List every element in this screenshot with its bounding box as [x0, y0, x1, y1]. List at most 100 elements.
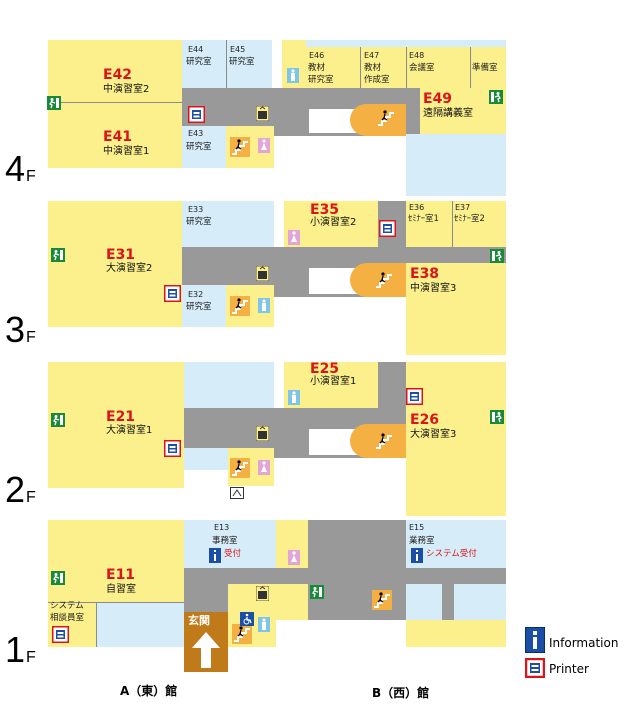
restroom-female-icon — [288, 550, 300, 565]
building-b-label: B（西）館 — [372, 686, 430, 700]
reception-label: 受付 — [224, 549, 242, 559]
room-name-e38: 中演習室3 — [410, 283, 457, 294]
room-e46-e47-e48 — [306, 47, 470, 88]
room-number-e45: E45 — [230, 45, 246, 54]
room-number-e36: E36 — [409, 203, 425, 212]
elevator-icon — [256, 586, 269, 601]
information-icon — [209, 548, 221, 563]
room-number-e38: E38 — [410, 266, 440, 282]
emergency-exit-icon — [51, 413, 65, 427]
elevator-icon — [256, 426, 269, 441]
building-a-label: A（東）館 — [120, 684, 178, 698]
room-name-e45: 研究室 — [229, 57, 255, 67]
emergency-exit-icon — [489, 90, 503, 104]
printer-icon — [164, 285, 181, 302]
room-number-e26: E26 — [410, 412, 440, 428]
printer-icon — [406, 388, 423, 405]
room-name-e41: 中演習室1 — [103, 146, 150, 157]
room-name-e36: ｾﾐﾅｰ室1 — [408, 214, 439, 224]
wheelchair-icon — [240, 612, 254, 626]
restroom-female-icon — [288, 230, 300, 245]
room-e35 — [306, 201, 378, 247]
legend-printer-label: Printer — [549, 662, 589, 676]
notice-board-icon — [230, 487, 244, 499]
room-number-e11: E11 — [106, 567, 136, 583]
room-number-e35: E35 — [310, 202, 340, 218]
emergency-exit-icon — [490, 410, 504, 424]
room-number-e43: E43 — [188, 129, 204, 138]
emergency-exit-icon — [310, 585, 324, 599]
emergency-exit-icon — [490, 249, 504, 263]
corridor-1f — [184, 568, 506, 584]
printer-icon — [188, 106, 205, 123]
room-name-e49: 遠隔講義室 — [423, 108, 473, 119]
emergency-exit-icon — [47, 96, 61, 110]
emergency-exit-icon — [51, 248, 65, 262]
legend-printer-icon — [525, 658, 545, 678]
floor-label-3: 3F — [5, 309, 36, 350]
room-number-e32: E32 — [188, 290, 204, 299]
room-name-e21: 大演習室1 — [106, 425, 153, 436]
system-reception-label: システム受付 — [426, 549, 477, 559]
elevator-icon — [256, 266, 269, 281]
room-name-e26: 大演習室3 — [410, 429, 457, 440]
room-number-e49: E49 — [423, 91, 453, 107]
room-number-e44: E44 — [188, 45, 204, 54]
printer-icon — [52, 626, 69, 643]
room-number-e42: E42 — [103, 67, 133, 83]
printer-icon — [164, 440, 181, 457]
restroom-male-icon — [287, 68, 299, 83]
floor-label-2: 2F — [5, 469, 36, 510]
room-name-consult: システム — [50, 601, 84, 611]
information-icon — [411, 548, 423, 563]
stairs-icon — [232, 624, 252, 644]
emergency-exit-icon — [51, 571, 65, 585]
room-name-e25: 小演習室1 — [310, 376, 357, 387]
corridor-2f — [184, 408, 406, 424]
room-name-e33: 研究室 — [186, 217, 212, 227]
restroom-male-icon — [258, 298, 270, 313]
stairs-icon — [230, 296, 250, 316]
room-e44-e45 — [182, 40, 272, 88]
room-name-e32: 研究室 — [186, 302, 212, 312]
room-number-e46: E46 — [309, 51, 325, 60]
room-e31 — [48, 201, 182, 327]
room-name-e11: 自習室 — [106, 584, 136, 595]
room-number-e41: E41 — [103, 129, 133, 145]
room-e33 — [182, 201, 274, 247]
corridor-3f — [182, 247, 506, 263]
stairs-icon — [230, 458, 250, 478]
room-e36-e37 — [406, 201, 506, 247]
stairs-icon — [374, 270, 394, 290]
room-number-e33: E33 — [188, 205, 204, 214]
room-number-e13: E13 — [214, 523, 230, 532]
legend-information-icon — [525, 627, 545, 653]
room-e42-e41 — [48, 40, 182, 168]
room-name-e44: 研究室 — [186, 57, 212, 67]
room-number-e31: E31 — [106, 247, 136, 263]
room-name-e37: ｾﾐﾅｰ室2 — [454, 214, 485, 224]
room-number-e47: E47 — [364, 51, 380, 60]
room-number-e21: E21 — [106, 409, 136, 425]
room-name-e31: 大演習室2 — [106, 263, 153, 274]
restroom-male-icon — [258, 617, 270, 632]
room-e13 — [184, 520, 276, 568]
legend-information-label: Information — [549, 636, 619, 650]
room-name-e15: 業務室 — [409, 536, 435, 546]
room-e38 — [406, 263, 506, 355]
room-e25 — [306, 362, 378, 408]
room-number-e37: E37 — [455, 203, 471, 212]
stairs-icon — [230, 137, 250, 157]
floor-label-1: 1F — [5, 629, 36, 670]
stairs-icon — [372, 590, 392, 610]
elevator-icon — [256, 106, 269, 121]
corridor-4f — [182, 88, 420, 104]
room-e21 — [48, 362, 184, 488]
room-name-e48: 会議室 — [409, 63, 435, 73]
restroom-female-icon — [258, 138, 270, 153]
room-number-e15: E15 — [409, 523, 425, 532]
room-name-prep: 準備室 — [472, 63, 498, 73]
restroom-female-icon — [258, 460, 270, 475]
restroom-male-icon — [288, 390, 300, 405]
